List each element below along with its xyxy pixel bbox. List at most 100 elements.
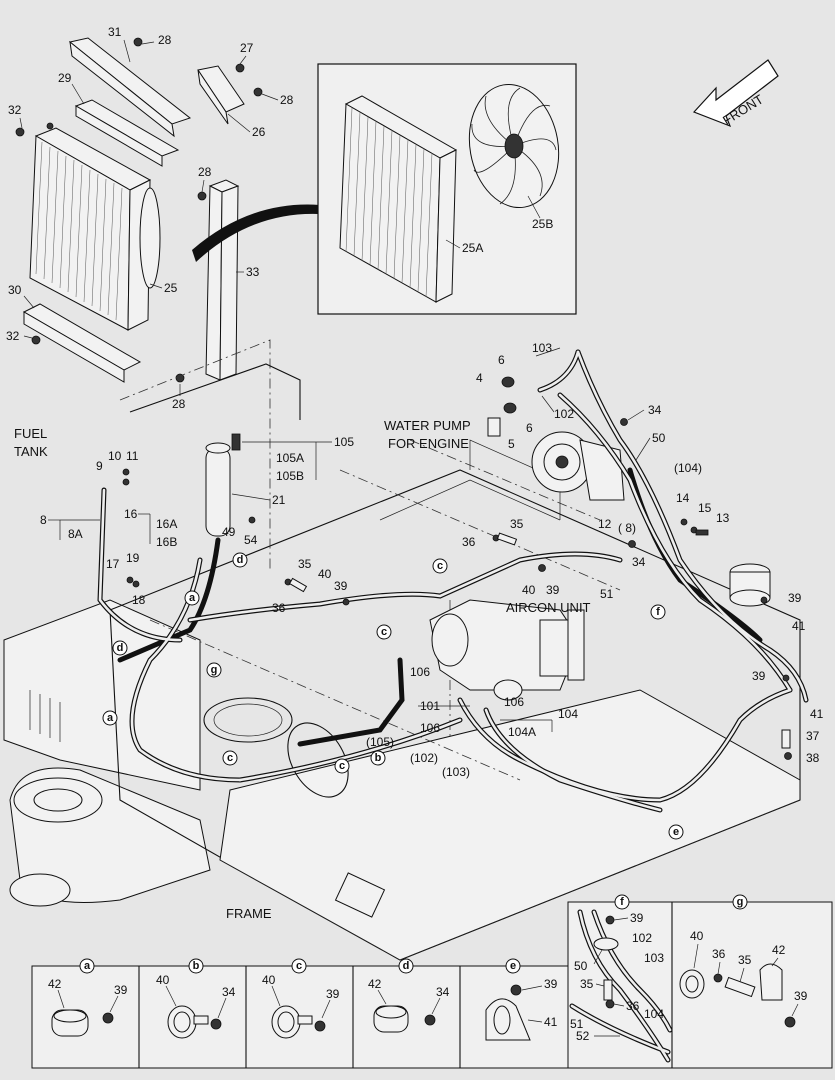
- part-number: 6: [526, 421, 533, 435]
- svg-text:39: 39: [326, 987, 340, 1001]
- part-number: 54: [244, 533, 258, 547]
- detail-a: a 42 39: [48, 958, 128, 1037]
- water-pump-label: WATER PUMP: [384, 418, 471, 433]
- part-number: 33: [246, 265, 260, 279]
- part-number: 8: [40, 513, 47, 527]
- svg-text:f: f: [656, 606, 660, 618]
- part-number: 38: [806, 751, 820, 765]
- part-number: 14: [676, 491, 690, 505]
- part-number: (104): [674, 461, 702, 475]
- part-number: 16B: [156, 535, 177, 549]
- part-number: 39: [752, 669, 766, 683]
- aircon-unit: [429, 599, 585, 701]
- water-pump-label-line2: FOR ENGINE: [388, 436, 469, 451]
- part-number: 41: [810, 707, 824, 721]
- part-number: 28: [280, 93, 294, 107]
- part-number: (102): [410, 751, 438, 765]
- svg-text:42: 42: [48, 977, 62, 991]
- svg-text:f: f: [620, 896, 624, 908]
- part-number: 35: [298, 557, 312, 571]
- part-number: 21: [272, 493, 286, 507]
- svg-text:34: 34: [436, 985, 450, 999]
- part-number: 39: [788, 591, 802, 605]
- receiver-drier: [205, 433, 241, 537]
- part-number: 8A: [68, 527, 83, 541]
- svg-text:35: 35: [580, 977, 594, 991]
- part-number: 41: [792, 619, 806, 633]
- svg-text:c: c: [381, 626, 387, 638]
- svg-text:40: 40: [262, 973, 276, 987]
- part-number: 104A: [508, 725, 536, 739]
- part-number: 27: [240, 41, 254, 55]
- svg-text:d: d: [403, 960, 410, 972]
- part-number: 28: [158, 33, 172, 47]
- water-pump-fittings: [487, 376, 517, 437]
- svg-text:e: e: [510, 960, 516, 972]
- detail-b: b 40 34: [156, 958, 236, 1039]
- svg-text:c: c: [339, 760, 345, 772]
- svg-text:a: a: [189, 592, 196, 604]
- svg-text:42: 42: [368, 977, 382, 991]
- part-number: 16: [124, 507, 138, 521]
- svg-text:39: 39: [114, 983, 128, 997]
- part-number: 26: [252, 125, 266, 139]
- part-number: 39: [334, 579, 348, 593]
- svg-text:42: 42: [772, 943, 786, 957]
- svg-text:a: a: [84, 960, 91, 972]
- svg-text:b: b: [375, 752, 382, 764]
- svg-text:40: 40: [156, 973, 170, 987]
- part-number: (103): [442, 765, 470, 779]
- part-number: 51: [600, 587, 614, 601]
- part-number: 13: [716, 511, 730, 525]
- part-number: 16A: [156, 517, 177, 531]
- fasteners: [122, 418, 792, 760]
- part-number: 104: [558, 707, 578, 721]
- part-number: 25: [164, 281, 178, 295]
- part-number: 105A: [276, 451, 304, 465]
- part-number: 34: [632, 555, 646, 569]
- svg-text:103: 103: [644, 951, 664, 965]
- part-number: 36: [272, 601, 286, 615]
- svg-text:50: 50: [574, 959, 588, 973]
- svg-text:b: b: [193, 960, 200, 972]
- part-number: (105): [366, 735, 394, 749]
- part-number: 50: [652, 431, 666, 445]
- part-number: 36: [462, 535, 476, 549]
- part-number: 40: [522, 583, 536, 597]
- part-number: 31: [108, 25, 122, 39]
- svg-text:41: 41: [544, 1015, 558, 1029]
- fuel-tank-label-line2: TANK: [14, 444, 48, 459]
- callout-markers: a a d d g c c c c b f e: [102, 552, 684, 840]
- condenser-fins: [35, 141, 123, 321]
- part-number: 34: [648, 403, 662, 417]
- part-number: 102: [554, 407, 574, 421]
- part-number: 106: [410, 665, 430, 679]
- compressor: [531, 431, 625, 501]
- part-number: 29: [58, 71, 72, 85]
- svg-text:40: 40: [690, 929, 704, 943]
- part-number: 30: [8, 283, 22, 297]
- part-number: ( 8): [618, 521, 636, 535]
- svg-text:35: 35: [738, 953, 752, 967]
- svg-text:d: d: [237, 554, 244, 566]
- part-number: 6: [498, 353, 505, 367]
- part-number: 40: [318, 567, 332, 581]
- machine-frame: [3, 339, 801, 961]
- svg-text:34: 34: [222, 985, 236, 999]
- part-number: 4: [476, 371, 483, 385]
- part-number: 17: [106, 557, 120, 571]
- svg-text:36: 36: [712, 947, 726, 961]
- part-number: 106: [420, 721, 440, 735]
- aircon-unit-label: AIRCON UNIT: [506, 600, 591, 615]
- svg-text:c: c: [227, 752, 233, 764]
- part-number: 15: [698, 501, 712, 515]
- part-number: 9: [96, 459, 103, 473]
- inset-condenser-fan: [317, 63, 577, 315]
- part-number: 39: [546, 583, 560, 597]
- svg-text:51: 51: [570, 1017, 584, 1031]
- part-number: 25A: [462, 241, 483, 255]
- svg-text:g: g: [211, 664, 218, 676]
